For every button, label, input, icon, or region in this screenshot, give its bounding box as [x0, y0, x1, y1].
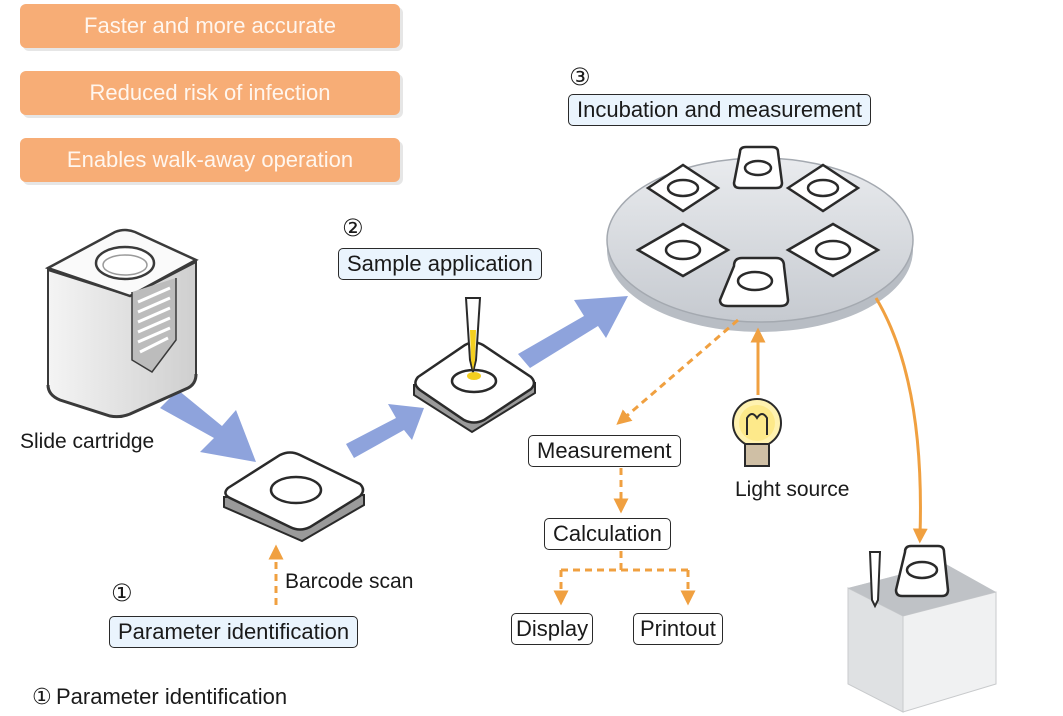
step2-number: ②	[342, 215, 364, 242]
platter-to-measurement-arrow	[616, 318, 739, 425]
benefit-faster: Faster and more accurate	[20, 4, 400, 48]
step2-label: Sample application	[338, 248, 542, 280]
light-source-label: Light source	[735, 478, 850, 501]
printout-box: Printout	[633, 613, 723, 645]
incubator-platter-icon	[606, 145, 914, 332]
display-box: Display	[511, 613, 594, 645]
footer-number: ①	[32, 684, 52, 709]
slide-cartridge-label: Slide cartridge	[20, 430, 155, 453]
step3-label: Incubation and measurement	[568, 94, 871, 126]
slide-cartridge-icon	[44, 228, 199, 419]
flow-arrow-2	[346, 404, 424, 458]
slide-barcode-icon	[223, 451, 365, 543]
flow-arrow-3	[518, 296, 628, 368]
benefit-walkaway: Enables walk-away operation	[20, 138, 400, 182]
benefit-infection: Reduced risk of infection	[20, 71, 400, 115]
waste-box-icon	[847, 544, 997, 713]
flow-arrow-1	[160, 390, 256, 462]
calculation-box: Calculation	[544, 518, 671, 550]
calculation-branch-arrows	[553, 551, 696, 606]
step3-number: ③	[569, 64, 591, 91]
light-bulb-icon	[732, 398, 782, 467]
measurement-box: Measurement	[528, 435, 681, 467]
barcode-scan-label: Barcode scan	[285, 570, 414, 593]
step1-number: ①	[111, 580, 133, 607]
slide-sample-icon	[413, 297, 536, 434]
step1-label: Parameter identification	[109, 616, 359, 648]
footer-caption: Parameter identification	[56, 684, 288, 709]
to-waste-arrow	[874, 297, 928, 544]
